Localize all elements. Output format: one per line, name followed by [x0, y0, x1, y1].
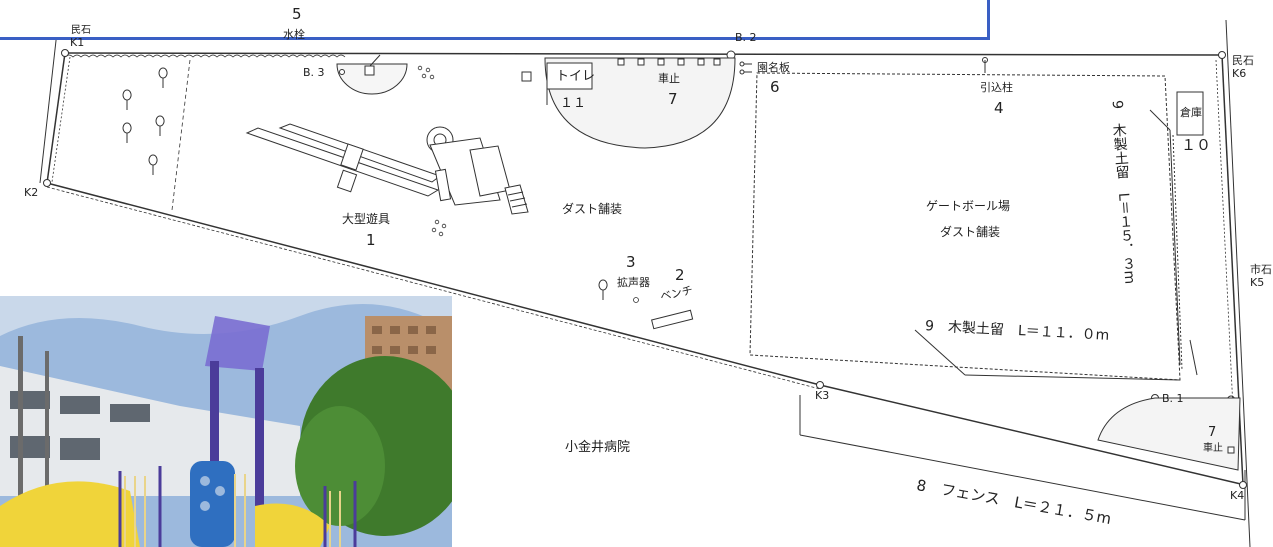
label-enmeiban: 園名板 [757, 61, 790, 74]
label-b1: B. 1 [1162, 392, 1184, 405]
label-hospital: 小金井病院 [565, 440, 631, 455]
gateball-court [749, 57, 1198, 381]
bench-symbol [651, 309, 694, 330]
label-num7-bottom: 7 [1208, 425, 1217, 440]
marker-k1 [61, 49, 69, 57]
marker-k6 [1218, 51, 1226, 59]
label-k1: K1 [70, 36, 85, 49]
title-banner [0, 0, 990, 40]
label-kakuseiki: 拡声器 [617, 276, 650, 289]
label-b3: B. 3 [303, 66, 325, 79]
label-toilet: トイレ [556, 69, 596, 84]
label-suisen: 水栓 [283, 28, 305, 41]
label-shiseki: 市石 [1250, 263, 1272, 276]
label-num4: 4 [994, 99, 1004, 117]
label-k3: K3 [815, 389, 830, 402]
label-num5: 5 [292, 5, 302, 23]
label-gateball: ゲートボール場 [926, 199, 1011, 213]
label-kurumadome-top: 車止 [658, 72, 680, 85]
warehouse-symbol [1176, 91, 1204, 136]
label-hikikomi: 引込柱 [980, 81, 1013, 94]
boundary-markers [43, 49, 1247, 489]
water-tap-area [336, 54, 408, 95]
large-play-equipment [245, 123, 529, 215]
label-num3: 3 [626, 253, 636, 271]
label-oogata: 大型遊具 [342, 212, 391, 226]
marker-k3 [816, 381, 824, 389]
label-souko: 倉庫 [1180, 106, 1202, 119]
toilet-building [546, 62, 593, 90]
label-k4: K4 [1230, 489, 1245, 502]
label-num6: 6 [770, 78, 780, 96]
label-num2: 2 [675, 266, 685, 284]
label-minseki-left: 民石 [71, 25, 91, 36]
label-b2: B. 2 [735, 31, 757, 44]
label-minseki-right: 民石 [1232, 54, 1254, 67]
bottom-diagonal-boundary [46, 182, 1246, 521]
marker-k4 [1239, 481, 1247, 489]
parking-area-top [544, 57, 736, 149]
label-kurumadome-bottom: 車止 [1203, 443, 1223, 454]
label-num10: １０ [1181, 136, 1212, 154]
label-num11: １１ [560, 96, 587, 111]
parking-area-bottom [1097, 397, 1241, 471]
label-k5: K5 [1250, 276, 1265, 289]
label-num7-top: 7 [668, 90, 678, 108]
label-dust-gateball: ダスト舗装 [940, 225, 1001, 239]
playground-photo [0, 296, 452, 547]
small-dots [417, 65, 639, 303]
label-k6: K6 [1232, 67, 1247, 80]
drinking-fountain-symbol [521, 71, 532, 82]
name-board-symbol [739, 61, 752, 75]
label-k2: K2 [24, 186, 39, 199]
label-num1: 1 [366, 231, 376, 249]
marker-k2 [43, 179, 51, 187]
tree-area-divider [171, 59, 191, 211]
label-dust-center: ダスト舗装 [562, 202, 623, 216]
